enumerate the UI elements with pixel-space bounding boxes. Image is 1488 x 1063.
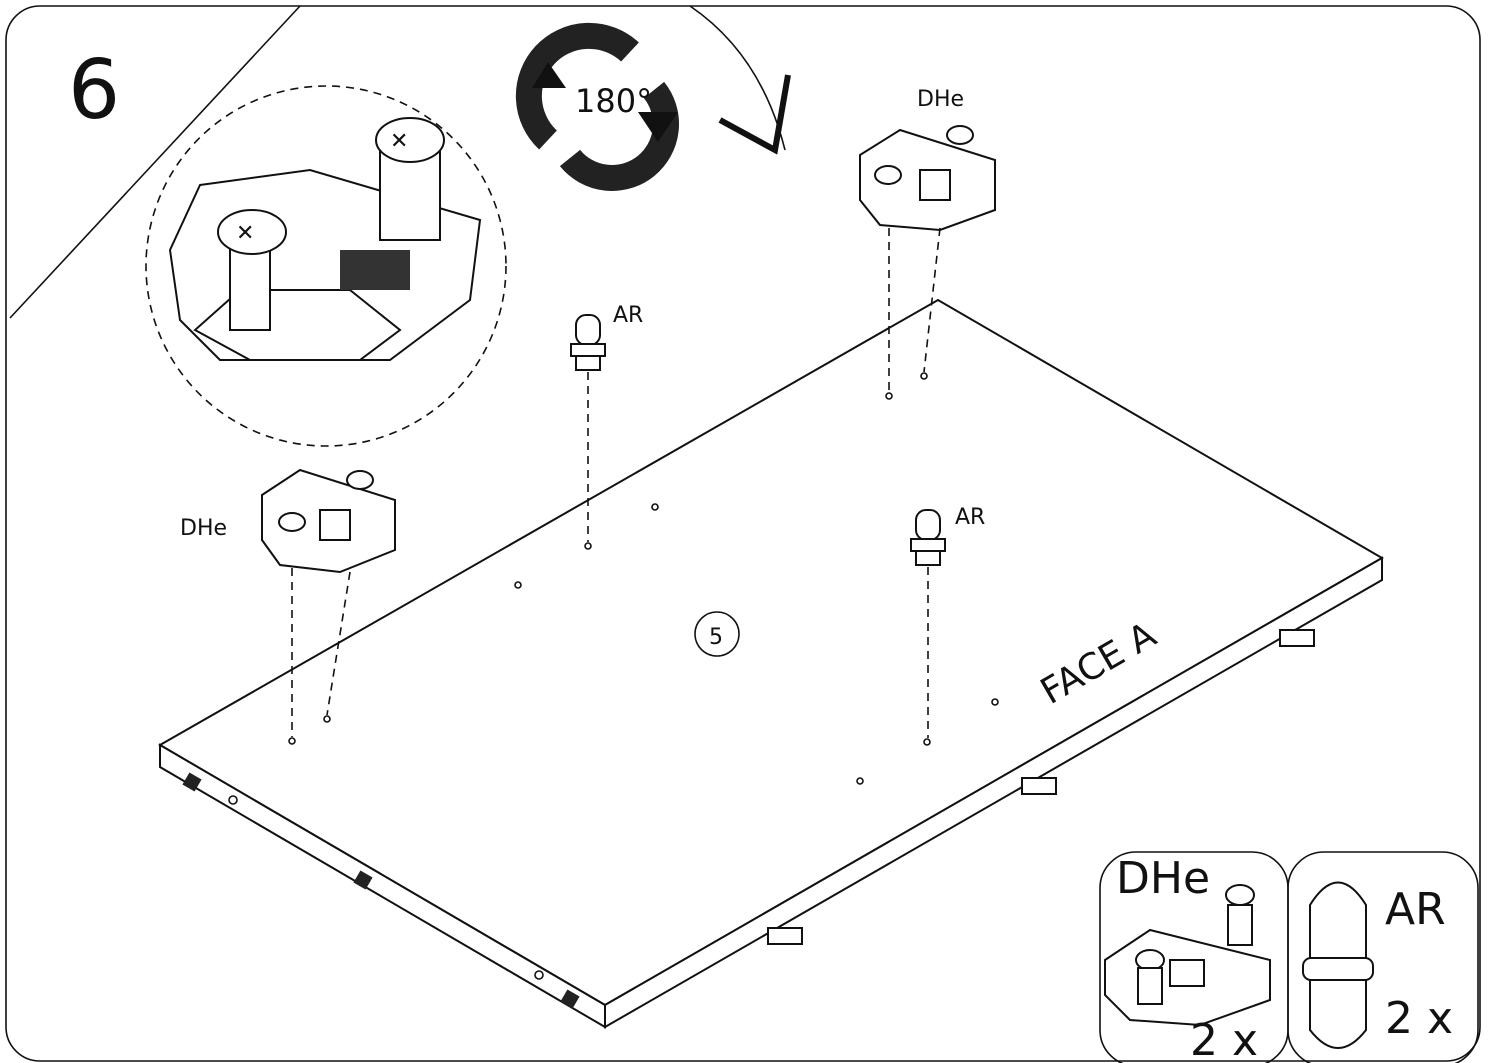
parts-list-item-dhe: DHe 2 x	[1099, 851, 1289, 1063]
edge-bolts	[182, 772, 580, 1009]
parts-list-item-ar: AR 2 x	[1287, 851, 1479, 1063]
mounting-plate-icon	[1104, 884, 1271, 1027]
svg-text:✕: ✕	[390, 129, 408, 154]
panel-holes	[228, 372, 999, 980]
dowel-icon	[1302, 881, 1374, 1049]
panel-board	[158, 298, 1384, 1029]
mounting-plate-detail-icon: ✕ ✕	[168, 117, 482, 361]
guide-line	[923, 227, 941, 373]
curved-arrow-icon	[689, 5, 791, 155]
parts-list-dhe-label: DHe	[1116, 853, 1210, 904]
dhe-top-label: DHe	[917, 87, 964, 112]
dhe-left-label: DHe	[180, 516, 227, 541]
ar-right-label: AR	[955, 505, 985, 530]
ar-center-label: AR	[613, 303, 643, 328]
detail-zoom-circle: ✕ ✕	[145, 85, 507, 447]
panel-number: 5	[709, 625, 723, 650]
parts-list-dhe-quantity: 2 x	[1190, 1015, 1258, 1063]
mounting-plate-icon	[859, 125, 996, 232]
underside-clips	[767, 629, 1315, 945]
parts-list-ar-label: AR	[1385, 884, 1446, 935]
svg-text:✕: ✕	[236, 221, 254, 246]
panel-number-circle	[694, 611, 740, 657]
step-number: 6	[68, 43, 120, 138]
parts-list-ar-quantity: 2 x	[1385, 993, 1453, 1044]
rotation-label: 180°	[575, 82, 652, 120]
dowel-icon	[910, 509, 946, 566]
rotation-arrow-icon	[515, 22, 680, 192]
dowel-icon	[570, 314, 606, 371]
frame	[5, 5, 1481, 1062]
guide-line	[326, 571, 351, 716]
step-corner-divider	[9, 5, 301, 319]
mounting-plate-icon	[261, 468, 396, 574]
